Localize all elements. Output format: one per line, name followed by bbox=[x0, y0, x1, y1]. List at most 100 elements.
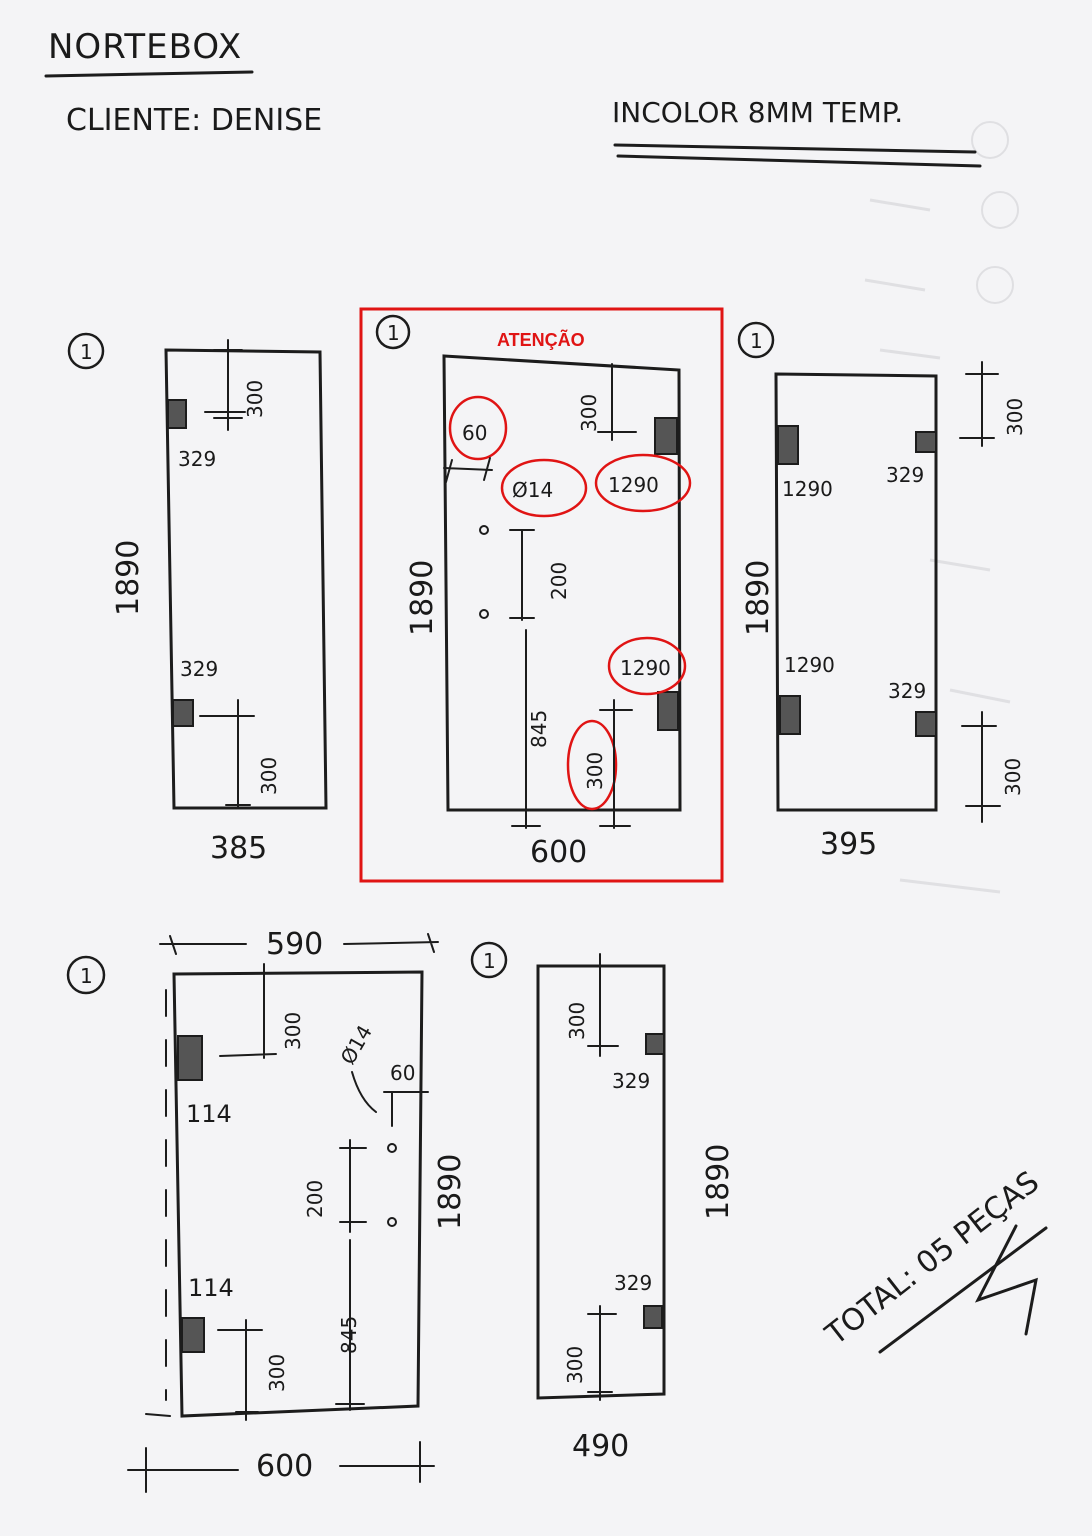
dim-300-bottom: 300 bbox=[257, 757, 281, 795]
header: NORTEBOX CLIENTE: DENISE INCOLOR 8MM TEM… bbox=[44, 27, 982, 168]
dim-line-300-top bbox=[597, 363, 637, 441]
hinge-cutout-top bbox=[167, 399, 187, 429]
qty-circle bbox=[737, 321, 775, 359]
total-pieces: TOTAL: 05 PEÇAS bbox=[819, 1165, 1046, 1353]
dim-329-bottom: 329 bbox=[888, 679, 926, 703]
dim-60: 60 bbox=[462, 421, 487, 445]
qty-circle bbox=[470, 941, 508, 979]
dim-300-top: 300 bbox=[281, 1012, 305, 1050]
dim-line-left-side bbox=[145, 989, 171, 1417]
hole-bottom bbox=[387, 1217, 397, 1227]
dim-line-60 bbox=[443, 457, 493, 483]
dim-300-bottom: 300 bbox=[583, 752, 607, 790]
footer: TOTAL: 05 PEÇAS bbox=[819, 1165, 1048, 1354]
hole-top bbox=[387, 1143, 397, 1153]
dim-300-bottom: 300 bbox=[563, 1346, 587, 1384]
piece-qty: 1 bbox=[483, 949, 496, 973]
qty-circle bbox=[67, 332, 105, 370]
highlight-d14 bbox=[500, 458, 588, 518]
attention-box bbox=[359, 307, 724, 883]
height-1890: 1890 bbox=[111, 540, 146, 616]
dim-line-300-bottom bbox=[587, 1305, 617, 1401]
dim-d14: Ø14 bbox=[336, 1021, 377, 1069]
dim-line-845 bbox=[335, 1239, 365, 1411]
piece-2: ATENÇÃO 1 300 60 Ø14 1290 200 1290 845 3… bbox=[359, 307, 724, 883]
dim-300-bottom: 300 bbox=[265, 1354, 289, 1392]
hinge-cutout-top bbox=[177, 1035, 203, 1081]
hole-bottom bbox=[479, 609, 489, 619]
dim-line-300-bottom bbox=[217, 1319, 263, 1421]
dim-line-590 bbox=[159, 933, 439, 955]
dim-line-300-top bbox=[219, 963, 277, 1059]
glass-outline bbox=[536, 964, 666, 1400]
hinge-cutout-bottom-left bbox=[779, 695, 801, 735]
dim-line-top bbox=[204, 339, 246, 431]
piece-qty: 1 bbox=[80, 340, 93, 364]
dim-845: 845 bbox=[527, 710, 551, 748]
dim-845: 845 bbox=[337, 1316, 361, 1354]
dim-329-top: 329 bbox=[612, 1069, 650, 1093]
spec-underline-2 bbox=[616, 154, 982, 168]
dim-300-top: 300 bbox=[565, 1002, 589, 1040]
dim-200: 200 bbox=[547, 562, 571, 600]
brand-title: NORTEBOX bbox=[48, 27, 242, 67]
qty-circle bbox=[66, 955, 106, 995]
dim-1290-top: 1290 bbox=[608, 473, 659, 497]
glass-outline bbox=[774, 372, 938, 812]
piece-4: 1 590 300 114 Ø14 60 200 114 845 300 189… bbox=[66, 927, 468, 1493]
hinge-cutout-top bbox=[645, 1033, 665, 1055]
dim-line-300-bottom bbox=[599, 699, 633, 829]
height-1890: 1890 bbox=[433, 1154, 468, 1230]
width-490: 490 bbox=[572, 1429, 629, 1464]
dim-line-200 bbox=[339, 1139, 367, 1233]
dim-60: 60 bbox=[390, 1061, 415, 1085]
bleed-through-marks bbox=[864, 121, 1019, 894]
dim-line-200 bbox=[509, 529, 535, 621]
hinge-cutout-top-left bbox=[777, 425, 799, 465]
dim-1290-bottom: 1290 bbox=[620, 656, 671, 680]
glass-spec: INCOLOR 8MM TEMP. bbox=[612, 96, 903, 129]
hinge-cutout-bottom bbox=[657, 691, 679, 731]
hinge-cutout-bottom bbox=[172, 699, 194, 727]
hole-top bbox=[479, 525, 489, 535]
hinge-cutout-top-right bbox=[915, 431, 937, 453]
highlight-1290-bottom bbox=[607, 636, 687, 696]
piece-qty: 1 bbox=[387, 321, 400, 345]
hinge-cutout-bottom bbox=[181, 1317, 205, 1353]
width-590: 590 bbox=[266, 927, 323, 962]
dim-line-d14-60 bbox=[351, 1071, 429, 1127]
dim-1290-top: 1290 bbox=[782, 477, 833, 501]
dim-329-top: 329 bbox=[886, 463, 924, 487]
qty-circle bbox=[375, 314, 411, 350]
dim-line-bottom bbox=[199, 699, 255, 809]
width-600: 600 bbox=[530, 835, 587, 870]
piece-5: 1 300 329 329 300 1890 490 bbox=[470, 941, 736, 1464]
piece-qty: 1 bbox=[750, 329, 763, 353]
dim-329-bottom: 329 bbox=[614, 1271, 652, 1295]
piece-1: 1 300 329 329 300 1890 385 bbox=[67, 332, 328, 866]
piece-3: 1 300 1290 329 1290 329 300 1890 395 bbox=[737, 321, 1027, 862]
dim-1290-bottom: 1290 bbox=[784, 653, 835, 677]
glass-outline bbox=[442, 354, 682, 812]
dim-300-top: 300 bbox=[577, 394, 601, 432]
piece-qty: 1 bbox=[80, 964, 93, 988]
dim-329-bottom: 329 bbox=[180, 657, 218, 681]
highlight-300-bottom bbox=[566, 719, 618, 811]
highlight-1290-top bbox=[594, 453, 692, 513]
highlight-60 bbox=[448, 395, 508, 461]
client-label: CLIENTE: DENISE bbox=[66, 103, 322, 138]
attention-label: ATENÇÃO bbox=[497, 329, 585, 350]
dim-line-300-top bbox=[587, 953, 619, 1057]
dim-line-600 bbox=[127, 1441, 435, 1493]
signature-mark bbox=[974, 1224, 1038, 1336]
width-395: 395 bbox=[820, 827, 877, 862]
dim-114-bottom: 114 bbox=[188, 1274, 234, 1302]
width-385: 385 bbox=[210, 831, 267, 866]
dim-300-top: 300 bbox=[1003, 398, 1027, 436]
dim-d14: Ø14 bbox=[512, 478, 553, 502]
dim-114-top: 114 bbox=[186, 1100, 232, 1128]
height-1890: 1890 bbox=[741, 560, 776, 636]
dim-300-bottom: 300 bbox=[1001, 758, 1025, 796]
height-1890: 1890 bbox=[405, 560, 440, 636]
